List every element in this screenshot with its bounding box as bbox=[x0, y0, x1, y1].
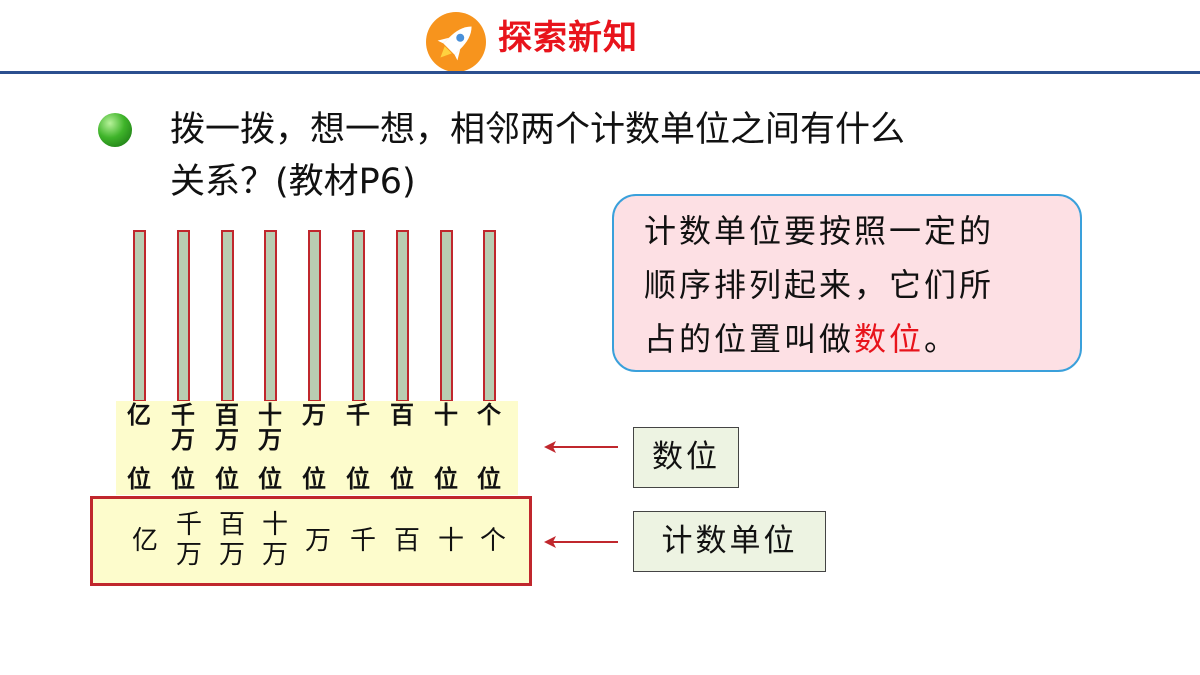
abacus-rod[interactable] bbox=[264, 230, 277, 402]
place-value-row bbox=[116, 401, 518, 495]
abacus-rod[interactable] bbox=[133, 230, 146, 402]
place-value-suffix: 位 bbox=[258, 465, 282, 493]
place-value-name: 千 bbox=[346, 401, 370, 429]
counting-unit: 千 bbox=[349, 526, 376, 556]
rocket-logo bbox=[426, 12, 486, 72]
section-title: 探索新知 bbox=[498, 18, 638, 58]
counting-unit-column: 百 万 bbox=[214, 506, 250, 582]
counting-unit-column: 十 bbox=[433, 506, 469, 582]
place-value-name: 百 万 bbox=[215, 401, 239, 454]
place-value-column: 千 位 bbox=[340, 403, 376, 495]
place-value-column: 百 万 位 bbox=[209, 403, 245, 495]
counting-unit-column: 亿 bbox=[127, 506, 163, 582]
place-value-name: 十 bbox=[434, 401, 458, 429]
place-value-column: 万 位 bbox=[296, 403, 332, 495]
counting-unit: 亿 bbox=[131, 526, 158, 556]
place-value-suffix: 位 bbox=[302, 465, 326, 493]
place-value-name: 百 bbox=[390, 401, 414, 429]
counting-unit: 千 万 bbox=[175, 510, 202, 570]
counting-unit: 十 万 bbox=[261, 510, 288, 570]
arrow-left-icon bbox=[544, 536, 618, 548]
place-value-label: 数位 bbox=[633, 427, 739, 488]
abacus-rod[interactable] bbox=[177, 230, 190, 402]
place-value-suffix: 位 bbox=[215, 465, 239, 493]
counting-unit-label: 计数单位 bbox=[633, 511, 826, 572]
counting-unit: 个 bbox=[479, 526, 506, 556]
place-value-suffix: 位 bbox=[127, 465, 151, 493]
abacus-rod[interactable] bbox=[308, 230, 321, 402]
question-line-2: 关系？(教材P6) bbox=[170, 162, 416, 202]
definition-text: 计数单位要按照一定的 顺序排列起来，它们所 占的位置叫做数位。 bbox=[644, 204, 1064, 366]
place-value-suffix: 位 bbox=[434, 465, 458, 493]
definition-line-3: 占的位置叫做数位。 bbox=[644, 312, 1064, 366]
place-value-suffix: 位 bbox=[477, 465, 501, 493]
definition-line-1: 计数单位要按照一定的 bbox=[644, 212, 995, 250]
definition-callout: 计数单位要按照一定的 顺序排列起来，它们所 占的位置叫做数位。 bbox=[612, 194, 1082, 372]
place-value-column: 百 位 bbox=[384, 403, 420, 495]
place-value-name: 亿 bbox=[127, 401, 151, 429]
place-value-column: 十 万 位 bbox=[252, 403, 288, 495]
question-text: 拨一拨，想一想，相邻两个计数单位之间有什么 关系？(教材P6) bbox=[170, 104, 1130, 208]
definition-line-3-suffix: 。 bbox=[924, 320, 960, 358]
counting-unit-column: 十 万 bbox=[257, 506, 293, 582]
abacus-rod[interactable] bbox=[221, 230, 234, 402]
place-value-name: 万 bbox=[302, 401, 326, 429]
place-value-column: 十 位 bbox=[428, 403, 464, 495]
counting-unit-row bbox=[90, 496, 532, 586]
definition-line-2: 顺序排列起来，它们所 bbox=[644, 266, 995, 304]
counting-unit-column: 百 bbox=[389, 506, 425, 582]
place-value-name: 个 bbox=[477, 401, 501, 429]
counting-unit: 百 万 bbox=[218, 510, 245, 570]
question-line-1: 拨一拨，想一想，相邻两个计数单位之间有什么 bbox=[170, 110, 906, 150]
counting-unit-column: 万 bbox=[300, 506, 336, 582]
abacus-rod[interactable] bbox=[396, 230, 409, 402]
rocket-icon bbox=[437, 26, 472, 61]
header-divider bbox=[0, 71, 1200, 74]
bullet-icon bbox=[98, 113, 132, 147]
place-value-suffix: 位 bbox=[171, 465, 195, 493]
place-value-name: 十 万 bbox=[258, 401, 282, 454]
place-value-suffix: 位 bbox=[390, 465, 414, 493]
definition-highlight: 数位 bbox=[854, 320, 925, 358]
counting-unit-column: 千 万 bbox=[171, 506, 207, 582]
place-value-column: 千 万 位 bbox=[165, 403, 201, 495]
counting-unit-column: 千 bbox=[345, 506, 381, 582]
counting-unit: 十 bbox=[437, 526, 464, 556]
counting-unit: 万 bbox=[304, 526, 331, 556]
abacus-rod[interactable] bbox=[440, 230, 453, 402]
counting-unit: 百 bbox=[393, 526, 420, 556]
counting-unit-column: 个 bbox=[475, 506, 511, 582]
arrow-left-icon bbox=[544, 441, 618, 453]
place-value-column: 个 位 bbox=[471, 403, 507, 495]
abacus-rod[interactable] bbox=[352, 230, 365, 402]
place-value-column: 亿 位 bbox=[121, 403, 157, 495]
place-value-suffix: 位 bbox=[346, 465, 370, 493]
abacus-rod[interactable] bbox=[483, 230, 496, 402]
definition-line-3-prefix: 占的位置叫做 bbox=[644, 320, 855, 358]
place-value-name: 千 万 bbox=[171, 401, 195, 454]
